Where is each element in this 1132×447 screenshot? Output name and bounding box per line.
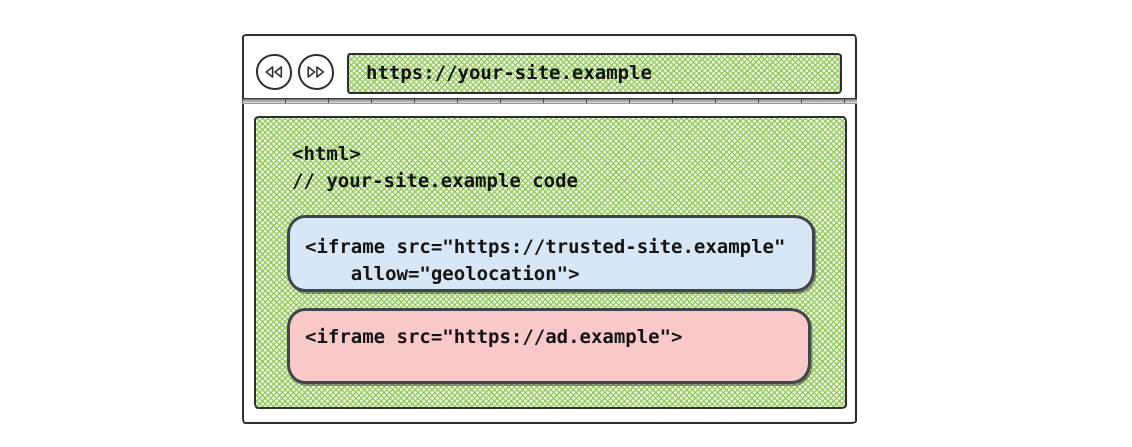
toolbar-divider (242, 98, 857, 104)
code-line-comment: // your-site.example code (292, 170, 578, 192)
forward-button (298, 54, 334, 90)
double-triangle-left-icon (265, 66, 283, 78)
address-text: https://your-site.example (366, 62, 652, 84)
ad-iframe-code-line: <iframe src="https://ad.example"> (305, 326, 683, 348)
ad-iframe-box: <iframe src="https://ad.example"> (287, 308, 811, 384)
trusted-iframe-code-line-1: <iframe src="https://trusted-site.exampl… (305, 236, 786, 258)
page-source-code: <html> // your-site.example code (292, 141, 578, 195)
code-line-html-tag: <html> (292, 143, 361, 165)
address-bar: https://your-site.example (347, 53, 842, 94)
back-button (256, 54, 292, 90)
double-triangle-right-icon (307, 66, 325, 78)
browser-window: https://your-site.example <html> // your… (242, 34, 857, 424)
trusted-iframe-code-line-2: allow="geolocation"> (305, 263, 580, 285)
page-content-area: <html> // your-site.example code <iframe… (254, 116, 847, 409)
trusted-iframe-box: <iframe src="https://trusted-site.exampl… (287, 215, 815, 292)
